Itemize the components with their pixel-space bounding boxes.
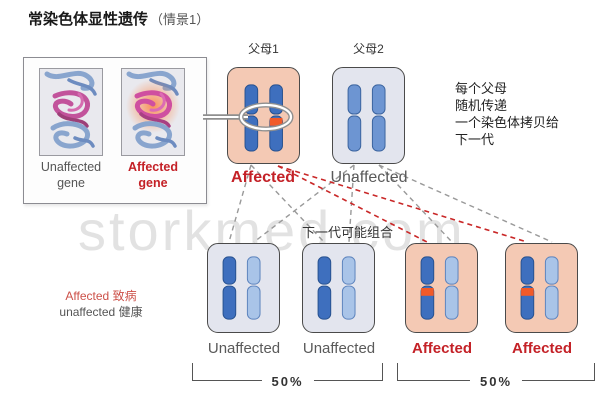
mutation-band xyxy=(521,288,534,296)
parent2-chromosome-pair xyxy=(347,84,386,152)
note-line: 每个父母 xyxy=(455,81,508,96)
parent1-status: Affected xyxy=(230,169,295,186)
parent2-card xyxy=(332,67,405,164)
offspring3-card xyxy=(405,243,478,333)
status-legend: Affected 致病 unaffected 健康 xyxy=(40,288,162,320)
probability-bracket-affected: 50% xyxy=(397,363,595,389)
mutation-band xyxy=(421,288,434,296)
offspring4-chromosome-pair xyxy=(520,256,559,320)
probability-bracket-unaffected: 50% xyxy=(192,363,383,389)
parent1-card xyxy=(227,67,300,164)
offspring1-card xyxy=(207,243,280,333)
offspring2-card xyxy=(302,243,375,333)
probability-left: 50% xyxy=(261,374,314,389)
legend-unaffected: unaffected 健康 xyxy=(59,305,143,319)
page-title: 常染色体显性遗传（情景1） xyxy=(28,8,209,29)
title-scenario: （情景1） xyxy=(150,12,210,27)
offspring-heading: 下一代可能组合 xyxy=(302,225,394,240)
parent1-chromosome-pair xyxy=(244,84,283,152)
gene-legend-box: Unaffected gene Affected gene xyxy=(23,57,207,204)
parent1-name: 父母1 xyxy=(248,42,279,56)
parent2-name: 父母2 xyxy=(353,42,384,56)
affected-gene-illustration xyxy=(121,68,185,156)
offspring4-status: Affected xyxy=(511,340,572,357)
parent2-status: Unaffected xyxy=(330,169,408,186)
offspring3-status: Affected xyxy=(411,340,472,357)
unaffected-gene-illustration xyxy=(39,68,103,156)
title-main: 常染色体显性遗传 xyxy=(28,11,149,28)
note-line: 随机传递 xyxy=(455,98,508,113)
unaffected-gene-label: Unaffected gene xyxy=(40,160,102,190)
legend-affected: Affected 致病 xyxy=(65,289,137,303)
probability-right: 50% xyxy=(469,374,523,389)
offspring2-status: Unaffected xyxy=(302,340,376,357)
offspring2-chromosome-pair xyxy=(317,256,356,320)
inheritance-note: 每个父母 随机传递 一个染色体拷贝给 下一代 xyxy=(455,80,559,148)
offspring4-card xyxy=(505,243,578,333)
note-line: 一个染色体拷贝给 xyxy=(455,115,560,130)
affected-gene-label: Affected gene xyxy=(127,160,178,190)
offspring1-status: Unaffected xyxy=(207,340,281,357)
note-line: 下一代 xyxy=(455,132,495,147)
offspring3-chromosome-pair xyxy=(420,256,459,320)
offspring1-chromosome-pair xyxy=(222,256,261,320)
mutation-band xyxy=(269,117,283,126)
